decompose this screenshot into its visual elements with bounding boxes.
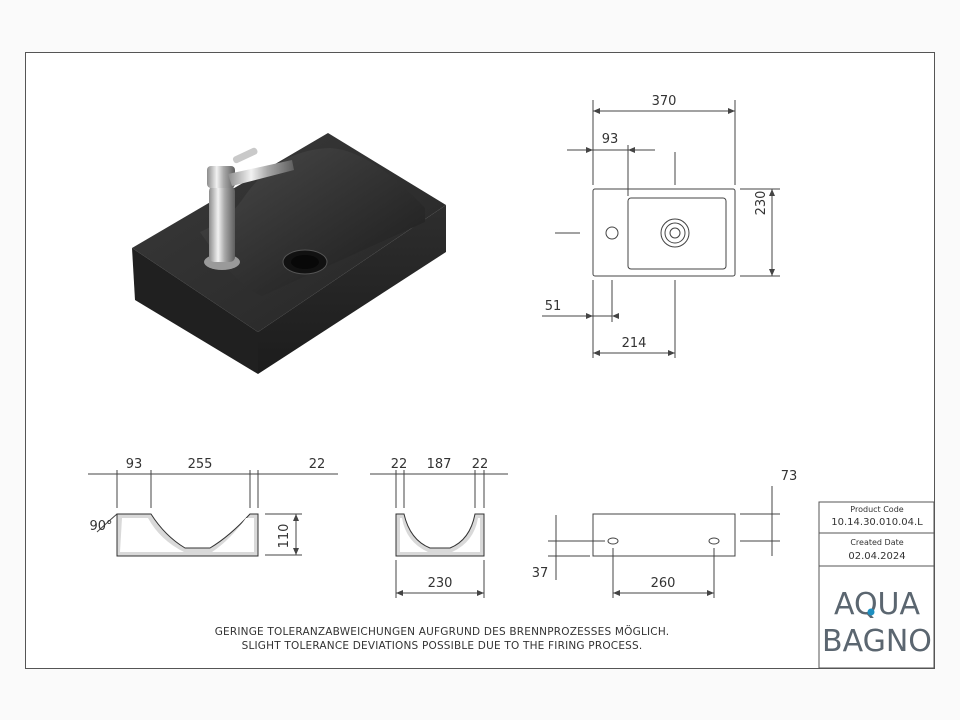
dim-side-width: 230 bbox=[428, 576, 453, 591]
top-view-bowl bbox=[627, 197, 727, 270]
faucet bbox=[204, 147, 294, 270]
dim-top-width: 370 bbox=[652, 94, 677, 109]
drawing-sheet bbox=[25, 52, 935, 669]
created-date: 02.04.2024 bbox=[848, 551, 905, 562]
dim-front-middle: 255 bbox=[188, 457, 213, 472]
dim-top-drain: 214 bbox=[622, 336, 647, 351]
dim-top-tap-offset: 93 bbox=[602, 132, 619, 147]
title-block: Product Code 10.14.30.010.04.L Created D… bbox=[818, 501, 935, 669]
dim-side-left: 22 bbox=[391, 457, 408, 472]
dim-front-angle: 90° bbox=[89, 519, 112, 534]
basin-bowl bbox=[200, 148, 425, 296]
dim-side-right: 22 bbox=[472, 457, 489, 472]
dimension-lines bbox=[88, 100, 780, 598]
basin-front-face bbox=[258, 205, 446, 374]
dim-front-right: 22 bbox=[309, 457, 326, 472]
dim-top-tap-from-back: 51 bbox=[545, 299, 562, 314]
svg-text:BAGNO: BAGNO bbox=[822, 624, 932, 659]
arrowheads bbox=[293, 108, 775, 596]
top-view-tap-hole bbox=[605, 226, 619, 240]
product-code-label: Product Code bbox=[850, 505, 903, 514]
note-german: GERINGE TOLERANZABWEICHUNGEN AUFGRUND DE… bbox=[215, 625, 670, 638]
svg-text:AQUA: AQUA bbox=[834, 587, 921, 622]
created-date-label: Created Date bbox=[850, 538, 903, 547]
dim-front-left: 93 bbox=[126, 457, 143, 472]
side-section bbox=[395, 513, 485, 557]
dim-back-hole-spacing: 260 bbox=[651, 576, 676, 591]
basin-3d-render bbox=[132, 133, 446, 374]
note-english: SLIGHT TOLERANCE DEVIATIONS POSSIBLE DUE… bbox=[242, 640, 643, 652]
dim-back-hole-height: 37 bbox=[532, 566, 549, 581]
top-view-outline bbox=[592, 188, 736, 277]
dim-top-depth: 230 bbox=[754, 191, 769, 216]
dim-side-middle: 187 bbox=[427, 457, 452, 472]
back-view-outline bbox=[592, 513, 736, 557]
dim-back-top: 73 bbox=[781, 469, 798, 484]
logo-drop-icon bbox=[867, 608, 875, 616]
dim-front-height: 110 bbox=[277, 524, 292, 549]
basin-left-face bbox=[132, 248, 258, 374]
aqua-bagno-logo: AQUA BAGNO bbox=[822, 587, 932, 659]
product-code: 10.14.30.010.04.L bbox=[831, 517, 923, 528]
